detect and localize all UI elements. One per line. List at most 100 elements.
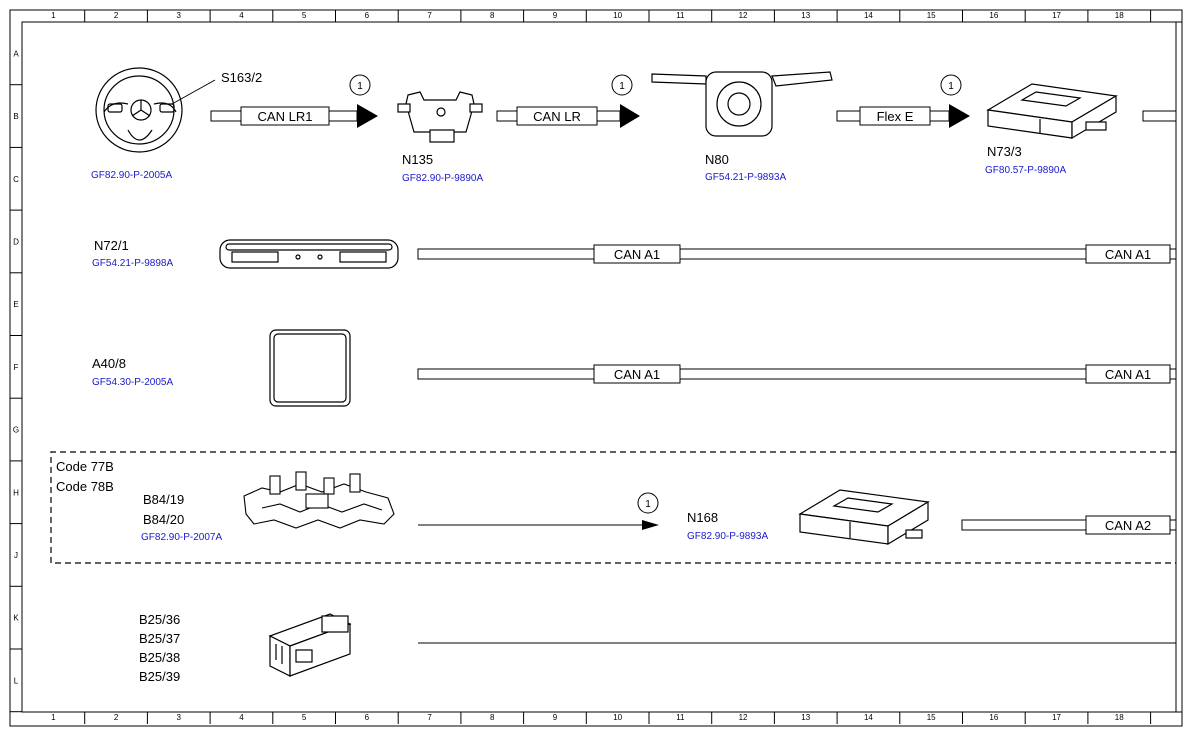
b25-sensor-icon (268, 613, 352, 677)
marker-1: 1 (349, 74, 371, 96)
bus-label: CAN A2 (1105, 518, 1151, 533)
grid-col-label: 4 (239, 713, 244, 722)
bus-arrow-can-lr: CAN LR (496, 104, 640, 128)
b25-39-label: B25/39 (139, 669, 180, 684)
n168-control-unit-icon (798, 489, 930, 546)
grid-col-label: 6 (365, 713, 370, 722)
bus-label: CAN LR (533, 109, 581, 124)
grid-row-label: A (13, 49, 19, 58)
grid-col-label: 17 (1052, 11, 1061, 20)
grid-col-label: 4 (239, 11, 244, 20)
grid-col-label: 12 (739, 11, 748, 20)
bus-label: CAN A1 (1105, 367, 1151, 382)
grid-row-label: L (14, 676, 19, 685)
n73-label: N73/3 (987, 144, 1022, 159)
svg-text:1: 1 (948, 81, 954, 92)
marker-1: 1 (611, 74, 633, 96)
a40-display-icon (269, 329, 351, 407)
code-77b-label: Code 77B (56, 459, 114, 474)
marker-1: 1 (940, 74, 962, 96)
frame (9, 9, 1183, 727)
bus-arrow-can-lr1: CAN LR1 (210, 104, 378, 128)
grid-col-label: 13 (801, 11, 810, 20)
grid-col-label: 13 (801, 713, 810, 722)
grid-col-label: 14 (864, 713, 873, 722)
grid-col-label: 9 (553, 713, 558, 722)
bus-label: CAN A1 (1105, 247, 1151, 262)
bus-label: CAN LR1 (258, 109, 313, 124)
bus-arrow-flex-e: Flex E (836, 104, 970, 128)
n73-ref[interactable]: GF80.57-P-9890A (985, 165, 1066, 176)
grid-row-label: C (13, 175, 19, 184)
grid-col-label: 3 (177, 11, 182, 20)
grid-col-label: 10 (613, 713, 622, 722)
n80-ref[interactable]: GF54.21-P-9893A (705, 172, 786, 183)
bus-continuation (1142, 110, 1177, 122)
bus-line-can-a1-d: CAN A1 CAN A1 (417, 244, 1177, 264)
b25-36-label: B25/36 (139, 612, 180, 627)
a40-ref[interactable]: GF54.30-P-2005A (92, 377, 173, 388)
b84-20-label: B84/20 (143, 512, 184, 527)
grid-col-label: 15 (927, 713, 936, 722)
grid-col-label: 17 (1052, 713, 1061, 722)
grid-rows: A B C D E F G H J K L (10, 49, 22, 713)
grid-row-label: B (13, 112, 18, 121)
grid-col-label: 8 (490, 11, 495, 20)
grid-col-label: 8 (490, 713, 495, 722)
n72-ref[interactable]: GF54.21-P-9898A (92, 258, 173, 269)
grid-col-label: 3 (177, 713, 182, 722)
grid-col-label: 2 (114, 11, 119, 20)
n135-module-icon (397, 91, 483, 143)
grid-col-label: 2 (114, 713, 119, 722)
bus-label: CAN A1 (614, 367, 660, 382)
grid-col-label: 9 (553, 11, 558, 20)
grid-col-label: 16 (989, 11, 998, 20)
n80-steering-column-module-icon (651, 71, 833, 137)
grid-row-label: E (13, 300, 18, 309)
s163-leader (171, 79, 216, 105)
n72-overhead-panel-icon (219, 239, 399, 269)
grid-col-label: 18 (1115, 713, 1124, 722)
n80-label: N80 (705, 152, 729, 167)
b84-sensor-harness-icon (243, 471, 395, 529)
steering-wheel-icon (95, 67, 183, 153)
grid-row-label: F (14, 363, 19, 372)
n168-label: N168 (687, 510, 718, 525)
bus-line-can-a2: CAN A2 (961, 515, 1177, 535)
grid-col-label: 15 (927, 11, 936, 20)
svg-text:1: 1 (619, 81, 625, 92)
grid-col-label: 1 (51, 713, 56, 722)
grid-col-label: 10 (613, 11, 622, 20)
n135-ref[interactable]: GF82.90-P-9890A (402, 173, 483, 184)
bus-label: CAN A1 (614, 247, 660, 262)
s163-label: S163/2 (221, 70, 262, 85)
bus-line-can-a1-f: CAN A1 CAN A1 (417, 364, 1177, 384)
b84-ref[interactable]: GF82.90-P-2007A (141, 532, 222, 543)
grid-col-label: 12 (739, 713, 748, 722)
grid-row-label: K (13, 614, 19, 623)
n73-control-unit-icon (986, 83, 1118, 140)
grid-col-label: 16 (989, 713, 998, 722)
n168-ref[interactable]: GF82.90-P-9893A (687, 531, 768, 542)
marker-1: 1 (637, 492, 659, 514)
grid-row-label: D (13, 237, 19, 246)
b25-38-label: B25/38 (139, 650, 180, 665)
grid-col-label: 1 (51, 11, 56, 20)
grid-col-label: 11 (676, 11, 685, 20)
grid-row-label: H (13, 488, 19, 497)
grid-row-label: G (13, 426, 19, 435)
n72-label: N72/1 (94, 238, 129, 253)
code-group-box (50, 451, 1176, 564)
grid-row-label: J (14, 551, 18, 560)
grid-col-label: 14 (864, 11, 873, 20)
grid-col-label: 6 (365, 11, 370, 20)
grid-col-label: 5 (302, 11, 307, 20)
s163-ref[interactable]: GF82.90-P-2005A (91, 170, 172, 181)
svg-text:1: 1 (645, 499, 651, 510)
bus-label: Flex E (877, 109, 914, 124)
grid-col-label: 18 (1115, 11, 1124, 20)
grid-col-label: 7 (427, 11, 432, 20)
arrowhead (642, 520, 659, 530)
grid-col-label: 7 (427, 713, 432, 722)
